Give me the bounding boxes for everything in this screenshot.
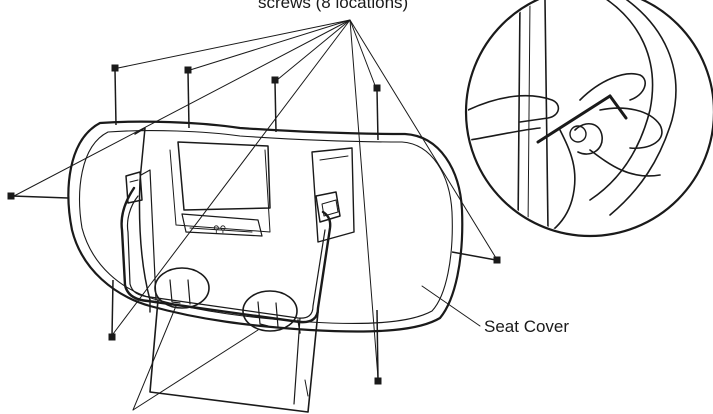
clip-leader-lines [132, 305, 259, 411]
left-hook [125, 171, 143, 204]
seat-base [149, 299, 319, 413]
screw-icon [373, 84, 381, 141]
clip-slot-left [154, 267, 210, 309]
detail-inset [464, 0, 713, 238]
screw-icon [451, 251, 501, 264]
screw-icon [111, 64, 119, 126]
seat-cover-callout-label: Seat Cover [484, 317, 570, 336]
seat-cover-shell [67, 120, 464, 333]
hex-key-icon [536, 94, 628, 144]
center-recess: ⚲⚲ [169, 141, 271, 237]
wire-frame [120, 186, 332, 334]
front-seat-piece [134, 127, 157, 301]
right-recess [311, 147, 355, 243]
screw-icon [184, 66, 192, 129]
hand-icon [468, 94, 576, 234]
seat-cover-leader-line [421, 285, 481, 327]
hand-icon [574, 73, 663, 177]
screw-icon [271, 76, 279, 133]
clip-slot-right [242, 290, 298, 332]
screw-icon [108, 279, 116, 341]
screws-callout-label: screws (8 locations) [258, 0, 409, 12]
screw-leader-lines [13, 19, 497, 379]
seat-logo: ⚲⚲ [213, 224, 226, 234]
